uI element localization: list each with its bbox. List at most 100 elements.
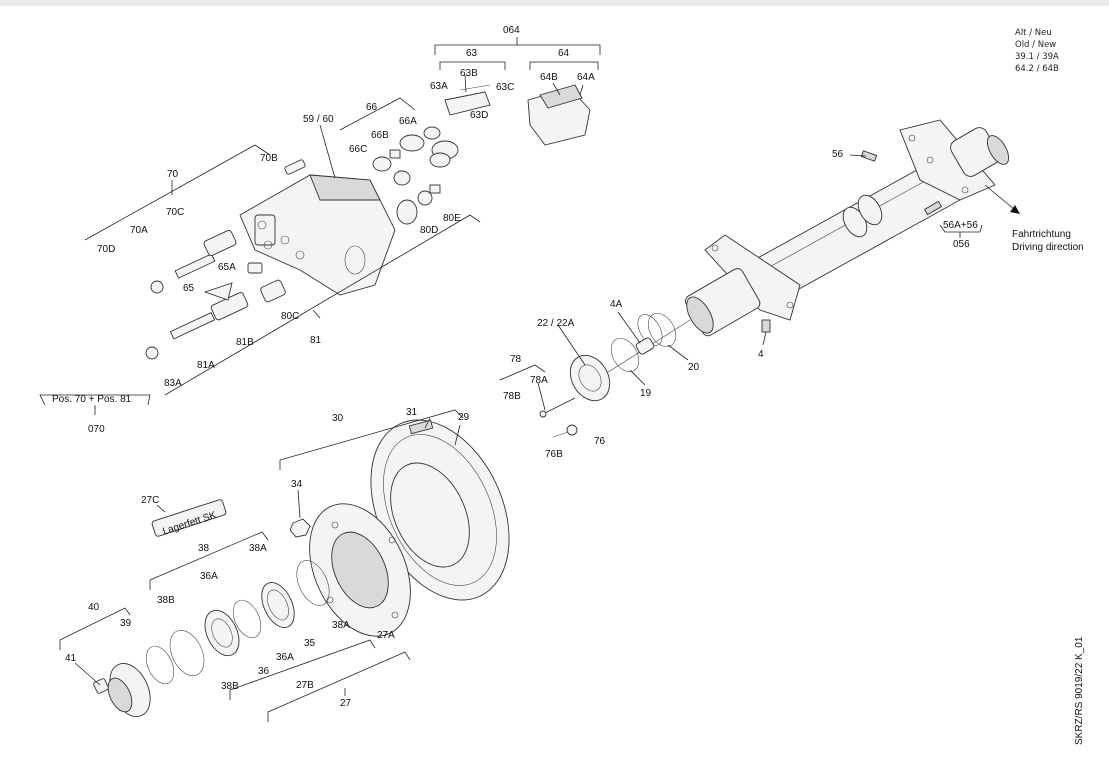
label-36: 36	[258, 666, 270, 677]
label-4: 4	[758, 349, 764, 360]
label-22-22A: 22 / 22A	[537, 318, 575, 329]
label-39: 39	[120, 618, 132, 629]
label-30: 30	[332, 413, 344, 424]
revision-notes: Alt / Neu Old / New 39.1 / 39A 64.2 / 64…	[1015, 28, 1059, 74]
boot-80D	[396, 190, 433, 225]
ring-20	[647, 312, 677, 348]
direction-en: Driving direction	[1012, 242, 1084, 253]
label-27: 27	[340, 698, 352, 709]
label-36A-top: 36A	[200, 571, 218, 582]
label-66C: 66C	[349, 144, 367, 155]
label-70A: 70A	[130, 225, 148, 236]
caliper-housing	[239, 174, 396, 296]
guide-pin-81	[145, 262, 286, 360]
direction-de: Fahrtrichtung	[1012, 229, 1071, 240]
note-line-2: Old / New	[1015, 40, 1056, 50]
axle-spindle	[579, 268, 761, 391]
label-29: 29	[458, 412, 470, 423]
label-80D: 80D	[420, 225, 438, 236]
label-27A: 27A	[377, 630, 395, 641]
brake-disc-29	[370, 419, 510, 601]
label-70C: 70C	[166, 207, 184, 218]
label-63D: 63D	[470, 110, 488, 121]
label-78: 78	[510, 354, 522, 365]
label-81A: 81A	[197, 360, 215, 371]
bolt-56	[860, 150, 878, 162]
nut-34	[289, 518, 311, 538]
label-38B-bot: 38B	[221, 681, 239, 692]
label-34: 34	[291, 479, 303, 490]
cap-65	[203, 282, 233, 301]
label-76: 76	[594, 436, 606, 447]
label-70B: 70B	[260, 153, 278, 164]
note-line-4: 64.2 / 64B	[1015, 64, 1059, 74]
bolt-4	[761, 319, 771, 333]
note-line-1: Alt / Neu	[1015, 28, 1052, 38]
label-63: 63	[466, 48, 478, 59]
oring-39	[145, 645, 175, 685]
label-64: 64	[558, 48, 570, 59]
sleeve-4A	[635, 337, 655, 355]
hub-27	[309, 503, 411, 637]
bearing-36	[204, 609, 240, 657]
label-38A-top: 38A	[249, 543, 267, 554]
label-65A: 65A	[218, 262, 236, 273]
label-63B: 63B	[460, 68, 478, 79]
note-line-3: 39.1 / 39A	[1015, 52, 1059, 62]
rings-66	[372, 149, 441, 194]
label-064: 064	[503, 25, 520, 36]
bolt-56A	[923, 200, 943, 216]
boot-66A	[399, 126, 459, 168]
ring-36A	[232, 599, 262, 639]
label-56A56: 56A+56	[943, 220, 978, 231]
label-56: 56	[832, 149, 844, 160]
label-27C: 27C	[141, 495, 159, 506]
label-31: 31	[406, 407, 418, 418]
label-27B: 27B	[296, 680, 314, 691]
hub-cap-40	[93, 663, 151, 717]
grease-tube-27C: Lagerfett SK	[151, 499, 227, 537]
label-pos-box: Pos. 70 + Pos. 81	[52, 394, 132, 405]
label-64B: 64B	[540, 72, 558, 83]
label-4A: 4A	[610, 299, 623, 310]
label-83A: 83A	[164, 378, 182, 389]
label-78B: 78B	[503, 391, 521, 402]
label-35: 35	[304, 638, 316, 649]
label-63C: 63C	[496, 82, 514, 93]
direction-arrow	[984, 184, 1020, 214]
bearing-35	[261, 582, 295, 628]
label-41: 41	[65, 653, 77, 664]
top-band	[0, 0, 1109, 6]
axle-nut-22	[569, 354, 611, 402]
part-labels: 064 63 64 63B 63A 63C 63D 64B 64A 66 59 …	[52, 25, 1084, 709]
label-19: 19	[640, 388, 652, 399]
label-64A: 64A	[577, 72, 595, 83]
label-81B: 81B	[236, 337, 254, 348]
label-65: 65	[183, 283, 195, 294]
leader-lines	[39, 37, 983, 722]
label-59-60: 59 / 60	[303, 114, 334, 125]
label-70D: 70D	[97, 244, 115, 255]
lock-pin-78	[539, 397, 578, 438]
label-66A: 66A	[399, 116, 417, 127]
washer-19	[610, 337, 640, 373]
label-38B-top: 38B	[157, 595, 175, 606]
label-63A: 63A	[430, 81, 448, 92]
label-20: 20	[688, 362, 700, 373]
label-81: 81	[310, 335, 322, 346]
label-80C: 80C	[281, 311, 299, 322]
label-070: 070	[88, 424, 105, 435]
label-056: 056	[953, 239, 970, 250]
label-40: 40	[88, 602, 100, 613]
seal-38A-top	[296, 560, 330, 606]
label-78A: 78A	[530, 375, 548, 386]
label-76B: 76B	[545, 449, 563, 460]
guide-pin-70	[150, 159, 306, 294]
brake-pad-63	[444, 84, 491, 116]
label-38A-bot: 38A	[332, 620, 350, 631]
label-70: 70	[167, 169, 179, 180]
seal-38B	[169, 630, 205, 676]
drawing-number: SKRZ/RS 9019/22 K_01	[1074, 636, 1085, 745]
